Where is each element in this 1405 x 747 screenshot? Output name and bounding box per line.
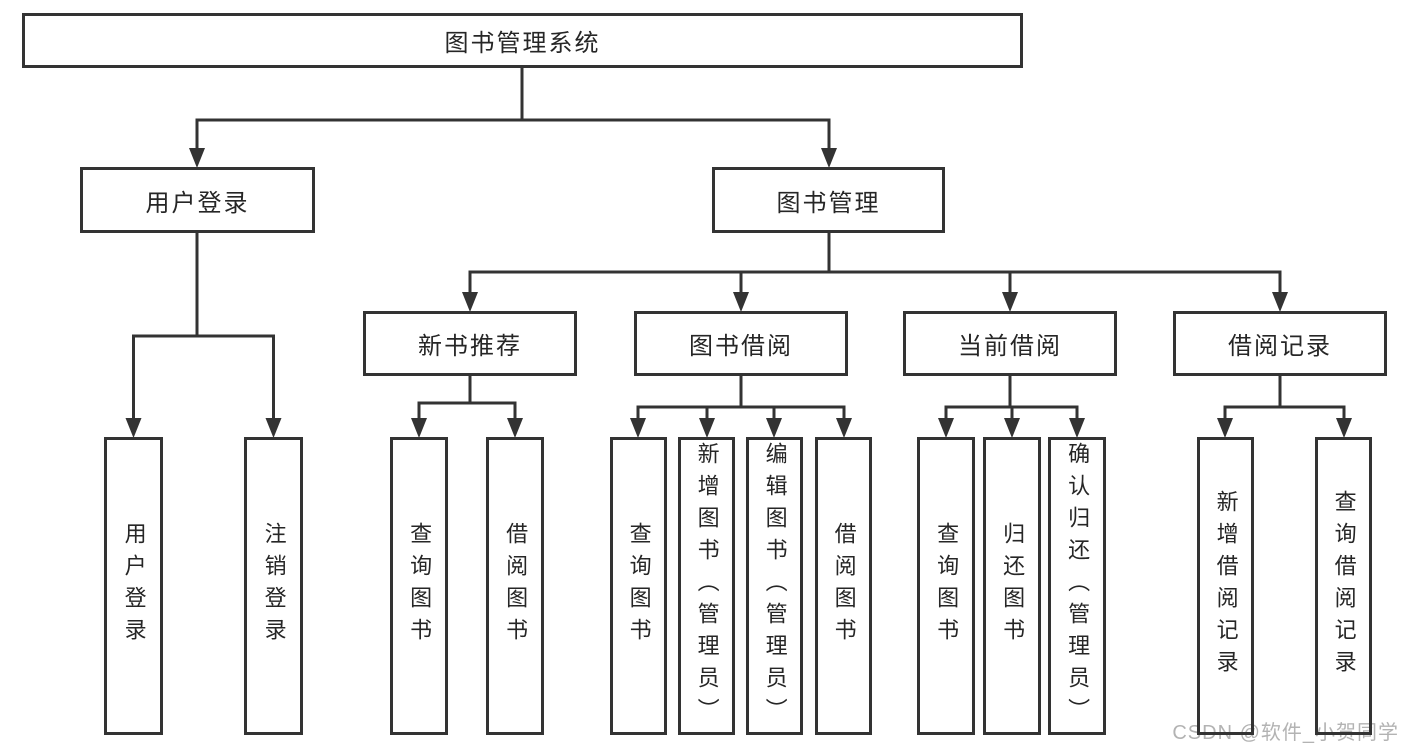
node-label: 新增图书（管理员） xyxy=(694,442,720,730)
leaf-borrow-books: 借阅图书 xyxy=(815,437,872,735)
node-label: 用户登录 xyxy=(145,189,250,217)
node-new-book-recommend: 新书推荐 xyxy=(363,311,577,376)
node-book-management: 图书管理 xyxy=(712,167,945,233)
node-root: 图书管理系统 xyxy=(22,13,1023,68)
leaf-logout: 注销登录 xyxy=(244,437,303,735)
leaf-query-books-borrow: 查询图书 xyxy=(610,437,667,735)
leaf-query-borrow-record: 查询借阅记录 xyxy=(1315,437,1372,735)
node-label: 借阅图书 xyxy=(503,522,529,650)
leaf-confirm-return-admin: 确认归还（管理员） xyxy=(1048,437,1106,735)
node-label: 编辑图书（管理员） xyxy=(762,442,788,730)
leaf-add-book-admin: 新增图书（管理员） xyxy=(678,437,735,735)
leaf-add-borrow-record: 新增借阅记录 xyxy=(1197,437,1254,735)
node-current-borrow: 当前借阅 xyxy=(903,311,1117,376)
node-label: 查询图书 xyxy=(407,522,433,650)
node-book-borrow: 图书借阅 xyxy=(634,311,848,376)
leaf-borrow-books-recommend: 借阅图书 xyxy=(486,437,544,735)
node-label: 用户登录 xyxy=(121,522,147,650)
node-label: 查询图书 xyxy=(626,522,652,650)
leaf-query-books-recommend: 查询图书 xyxy=(390,437,448,735)
node-label: 确认归还（管理员） xyxy=(1065,442,1091,730)
node-label: 查询借阅记录 xyxy=(1331,490,1357,682)
node-label: 当前借阅 xyxy=(958,333,1062,360)
node-label: 借阅图书 xyxy=(831,522,857,650)
leaf-return-books: 归还图书 xyxy=(983,437,1041,735)
leaf-user-login: 用户登录 xyxy=(104,437,163,735)
node-label: 图书管理 xyxy=(776,189,881,217)
node-label: 归还图书 xyxy=(1000,522,1026,650)
node-label: 查询图书 xyxy=(934,522,960,650)
node-label: 图书借阅 xyxy=(689,333,793,360)
leaf-edit-book-admin: 编辑图书（管理员） xyxy=(746,437,803,735)
node-user-login: 用户登录 xyxy=(80,167,315,233)
node-borrow-records: 借阅记录 xyxy=(1173,311,1387,376)
watermark: CSDN @软件_小贺同学 xyxy=(1172,722,1399,744)
node-label: 新书推荐 xyxy=(418,333,522,360)
node-label: 图书管理系统 xyxy=(444,30,601,57)
node-label: 借阅记录 xyxy=(1228,333,1332,360)
node-label: 新增借阅记录 xyxy=(1213,490,1239,682)
leaf-query-books-current: 查询图书 xyxy=(917,437,975,735)
node-label: 注销登录 xyxy=(261,522,287,650)
